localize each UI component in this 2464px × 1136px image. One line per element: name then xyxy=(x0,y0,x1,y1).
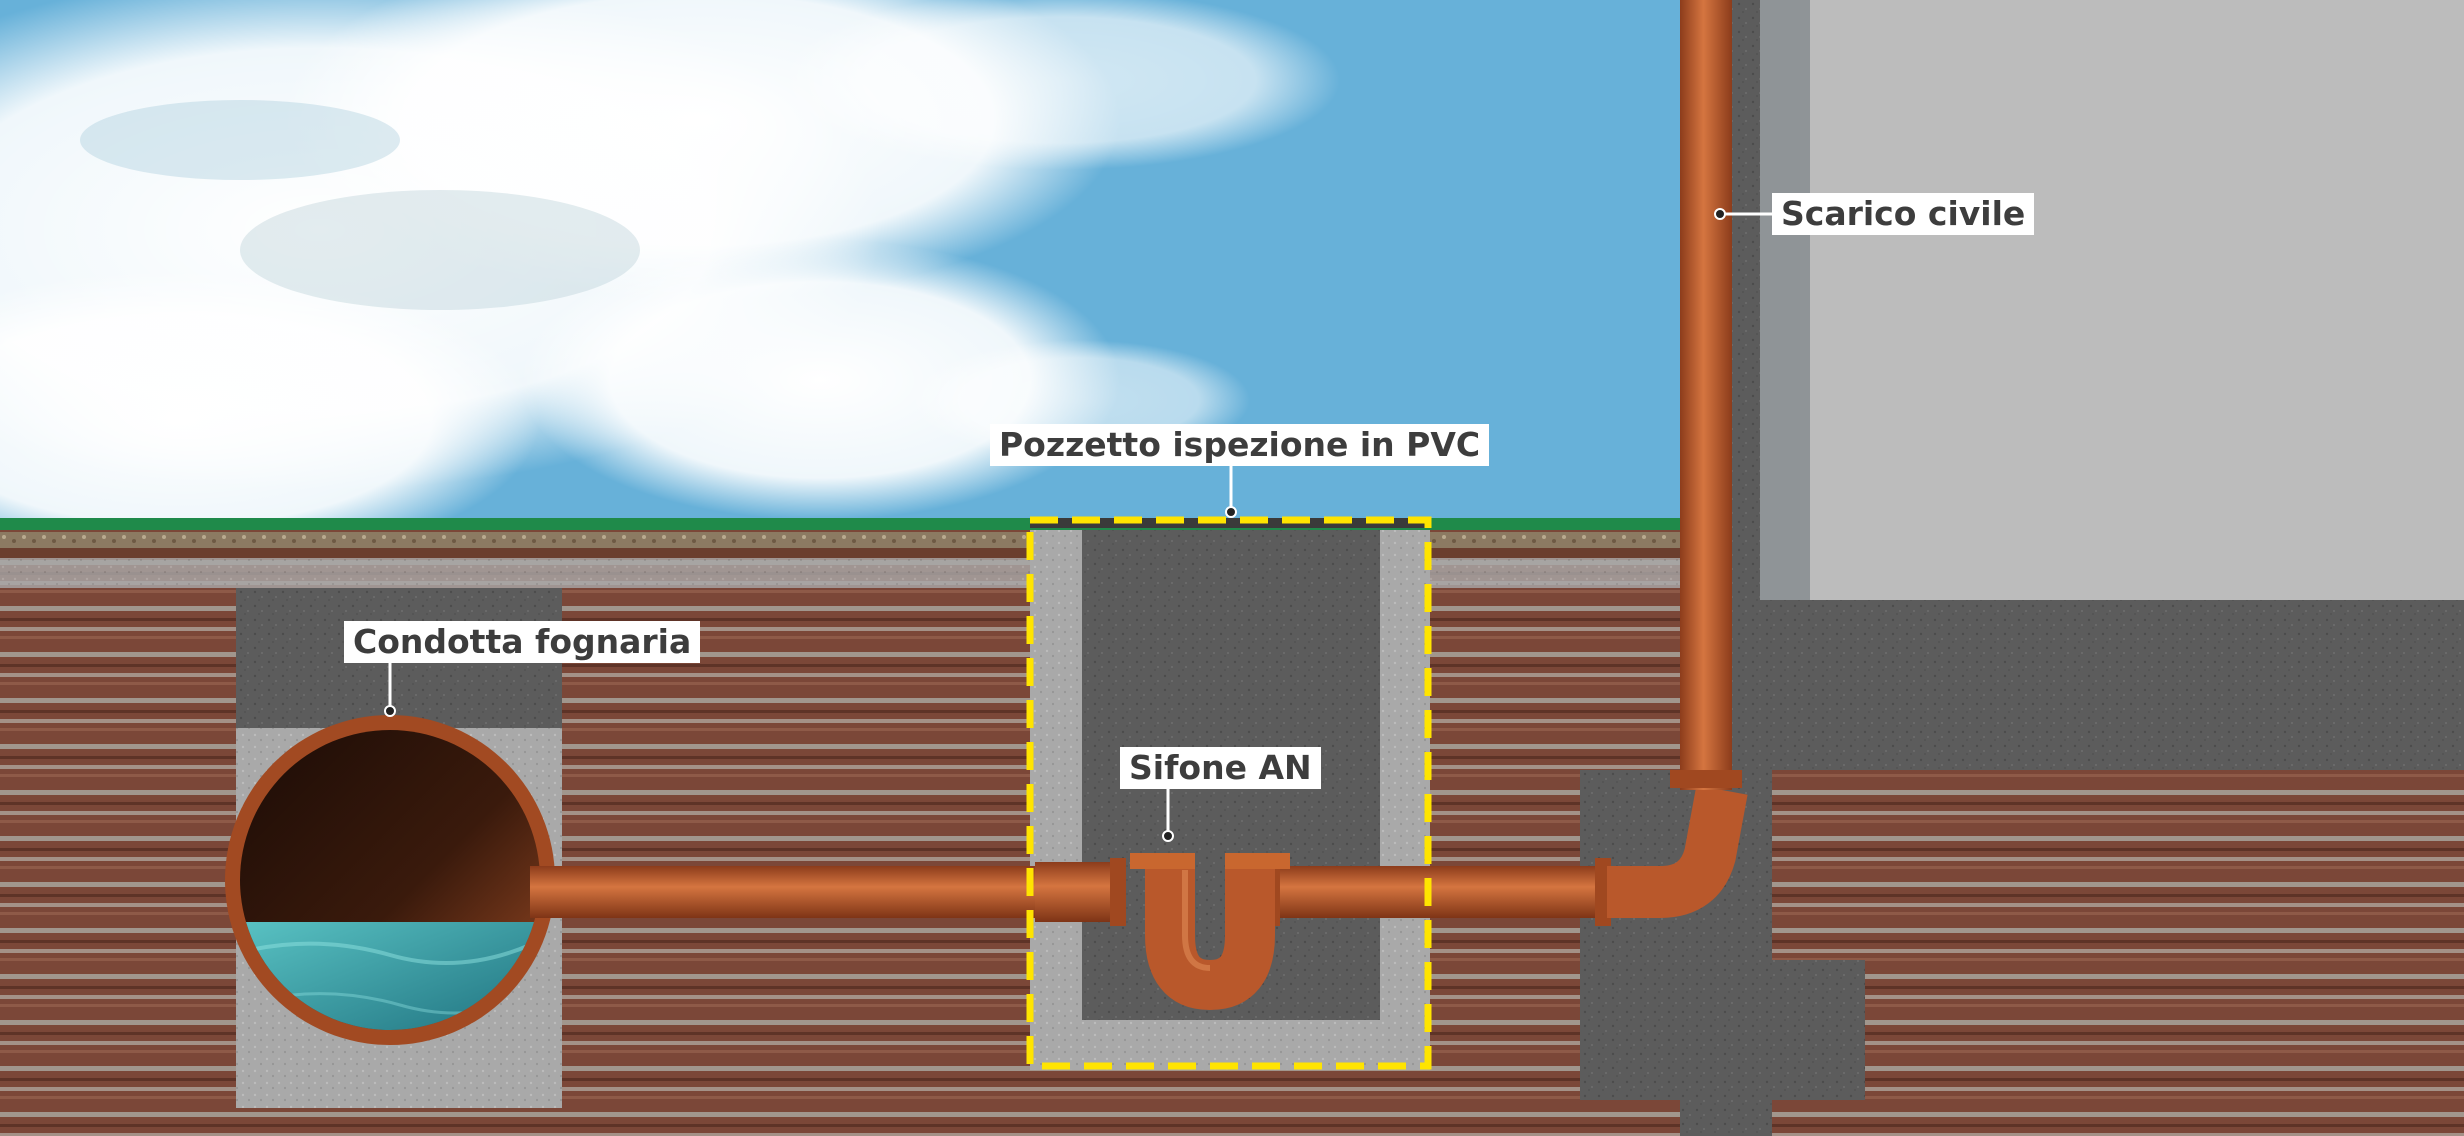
label-sifone-an: Sifone AN xyxy=(1120,747,1321,789)
callout-leaders xyxy=(384,208,1776,842)
chamber-lid xyxy=(1030,518,1428,528)
inspection-highlight-frame xyxy=(1026,516,1432,1070)
trap-fitting xyxy=(1130,853,1290,1011)
sewer-pipe xyxy=(225,715,555,1045)
sky xyxy=(0,0,1700,570)
label-pozzetto-ispezione: Pozzetto ispezione in PVC xyxy=(990,424,1490,466)
label-condotta-fognaria: Condotta fognaria xyxy=(344,621,701,663)
label-scarico-civile: Scarico civile xyxy=(1772,193,2035,235)
